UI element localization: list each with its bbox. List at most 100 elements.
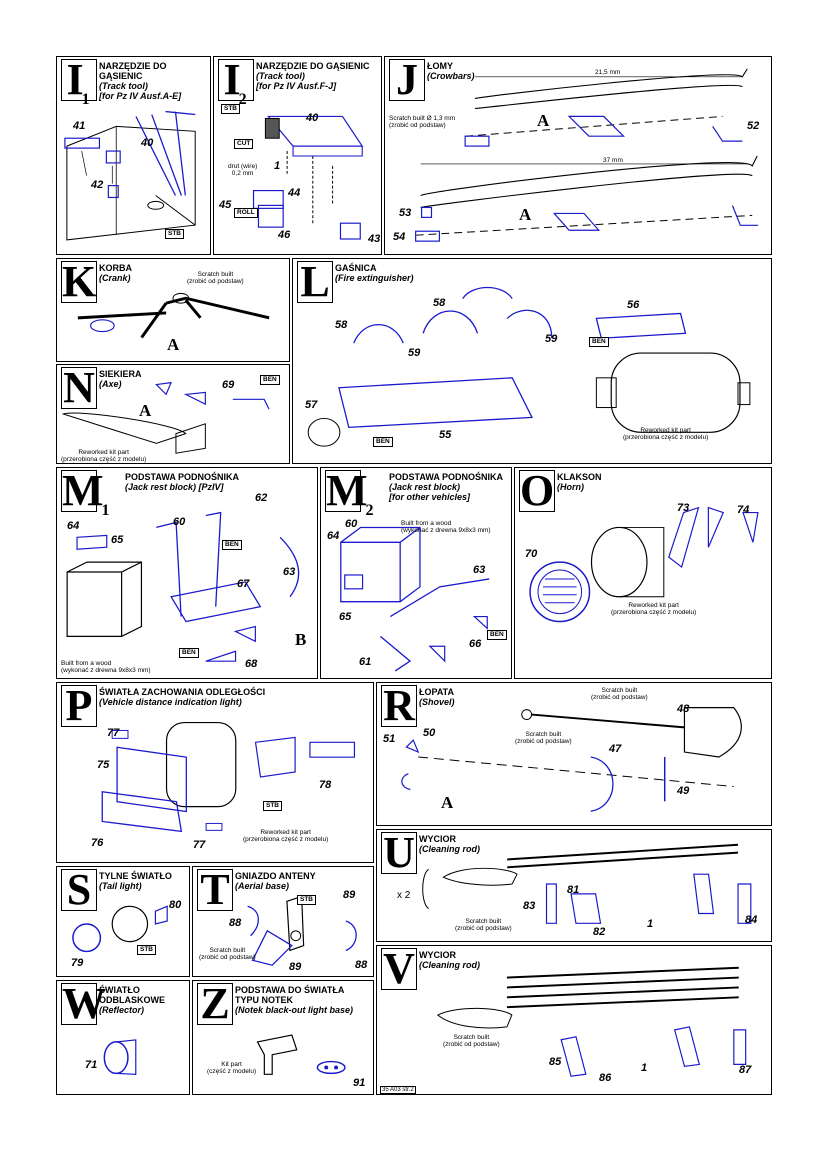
part-number: 74 <box>737 504 750 516</box>
rework-note: Reworked kit part (przerobiona część z m… <box>611 602 697 616</box>
quantity-label: x 2 <box>397 890 411 901</box>
detail-marker: A <box>167 335 180 354</box>
part-number: 68 <box>245 658 258 670</box>
track-tool-variant-diagram <box>252 115 364 240</box>
ben-tag: BEN <box>260 375 280 385</box>
jack-block-pziv-diagram <box>66 511 300 662</box>
tail-light-diagram <box>72 905 168 953</box>
step-letter: P <box>61 684 97 728</box>
step-letter: V <box>381 947 417 991</box>
part-number: 53 <box>399 207 412 219</box>
part-number: 66 <box>469 638 482 650</box>
step-letter: W <box>61 980 106 1028</box>
part-number: 59 <box>545 333 558 345</box>
axe-diagram <box>61 381 270 454</box>
panel-T: T GNIAZDO ANTENY(Aerial base) STB 89 88 … <box>192 866 374 977</box>
step-title: KORBA(Crank) <box>99 263 132 283</box>
panel-J: J ŁOMY(Crowbars) 21,5 mm 37 mm Scratch b… <box>384 56 772 255</box>
part-number: 73 <box>677 502 690 514</box>
part-number: 40 <box>306 112 319 124</box>
step-title: ŁOPATA(Shovel) <box>419 687 455 707</box>
step-letter: I2 <box>218 58 254 108</box>
page-code: 35 A03 str.2 <box>380 1086 416 1094</box>
part-number: 65 <box>111 534 124 546</box>
part-number: 63 <box>283 566 296 578</box>
step-letter: I1 <box>61 58 97 108</box>
step-title: NARZĘDZIE DO GĄSIENIC(Track tool)[for Pz… <box>256 61 370 91</box>
part-number: 82 <box>593 926 606 938</box>
part-number: 44 <box>288 187 301 199</box>
step-title: TYLNE ŚWIATŁO(Tail light) <box>99 871 172 891</box>
part-number: 77 <box>107 727 120 739</box>
part-number: 69 <box>222 379 235 391</box>
stb-tag: STB <box>221 104 240 114</box>
part-number: 76 <box>91 837 104 849</box>
part-number: 87 <box>739 1064 752 1076</box>
part-number: 60 <box>345 518 358 530</box>
detail-marker: A <box>441 793 454 812</box>
step-title: ŚWIATŁO ODBLASKOWE(Reflector) <box>99 985 165 1015</box>
crank-diagram <box>77 292 270 339</box>
part-number: 71 <box>85 1059 98 1071</box>
step-title: ŁOMY(Crowbars) <box>427 61 475 81</box>
part-number: 88 <box>229 917 242 929</box>
part-number: 63 <box>473 564 486 576</box>
part-number: 49 <box>677 785 690 797</box>
distance-light-diagram <box>101 721 356 833</box>
panel-I2: I2 NARZĘDZIE DO GĄSIENIC(Track tool)[for… <box>213 56 382 255</box>
ben-tag: BEN <box>589 337 609 347</box>
step-title: PODSTAWA PODNOŚNIKA(Jack rest block)[for… <box>389 472 504 502</box>
panel-U: U WYCIOR(Cleaning rod) x 2 81 83 82 1 84… <box>376 829 772 942</box>
part-number: 43 <box>368 233 381 245</box>
part-number: 41 <box>73 120 86 132</box>
step-title: GNIAZDO ANTENY(Aerial base) <box>235 871 316 891</box>
panel-S: S TYLNE ŚWIATŁO(Tail light) 80 79 STB <box>56 866 190 977</box>
part-number: 89 <box>343 889 356 901</box>
part-number: 1 <box>641 1062 648 1074</box>
wood-note: Built from a wood (wykonać z drewna 9x8x… <box>61 660 151 674</box>
scratch-note: Scratch built (zrobić od podstaw) <box>199 947 256 961</box>
jack-block-other-diagram <box>340 526 490 672</box>
scratch-note: Scratch built (zrobić od podstaw) <box>515 731 572 745</box>
part-number: 61 <box>359 656 372 668</box>
stb-tag: STB <box>297 895 316 905</box>
panel-W: W ŚWIATŁO ODBLASKOWE(Reflector) 71 <box>56 980 190 1095</box>
step-letter: K <box>61 258 97 306</box>
panel-R: R ŁOPATA(Shovel) 48 51 50 47 49 Scratch … <box>376 682 772 826</box>
part-number: 50 <box>423 727 436 739</box>
part-number: 42 <box>91 179 104 191</box>
part-number: 64 <box>327 530 340 542</box>
panel-V: V WYCIOR(Cleaning rod) 85 86 1 87 Scratc… <box>376 945 772 1095</box>
part-number: 78 <box>319 779 332 791</box>
part-number: 64 <box>67 520 80 532</box>
part-number: 55 <box>439 429 452 441</box>
panel-M1: M1 PODSTAWA PODNOŚNIKA(Jack rest block) … <box>56 467 318 679</box>
fire-extinguisher-diagram <box>307 286 751 447</box>
panel-N: N SIEKIERA(Axe) BEN 69 A Reworked kit pa… <box>56 364 290 464</box>
horn-diagram <box>529 506 759 623</box>
step-title: WYCIOR(Cleaning rod) <box>419 950 480 970</box>
part-number: 1 <box>647 918 654 930</box>
step-letter: N <box>61 366 97 410</box>
kit-note: Kit part (część z modelu) <box>207 1061 257 1075</box>
step-letter: R <box>381 684 417 728</box>
cut-tag: CUT <box>234 139 254 149</box>
step-letter: L <box>297 260 333 304</box>
cleaning-rod-v-diagram <box>436 966 747 1077</box>
part-number: 45 <box>219 199 232 211</box>
part-number: 80 <box>169 899 182 911</box>
part-number: 77 <box>193 839 206 851</box>
detail-marker: B <box>295 630 307 649</box>
part-number: 58 <box>335 319 348 331</box>
step-title: ŚWIATŁA ZACHOWANIA ODLEGŁOŚCI(Vehicle di… <box>99 687 266 707</box>
scratch-note: Scratch built (zrobić od podstaw) <box>455 918 512 932</box>
panel-K: K KORBA(Crank) Scratch built (zrobić od … <box>56 258 290 362</box>
panel-M2: M2 PODSTAWA PODNOŚNIKA(Jack rest block)[… <box>320 467 512 679</box>
part-number: 75 <box>97 759 110 771</box>
notek-base-diagram <box>256 1034 346 1075</box>
part-number: 54 <box>393 231 406 243</box>
part-number: 62 <box>255 492 268 504</box>
reflector-diagram <box>103 1039 137 1075</box>
ben-tag: BEN <box>222 540 242 550</box>
